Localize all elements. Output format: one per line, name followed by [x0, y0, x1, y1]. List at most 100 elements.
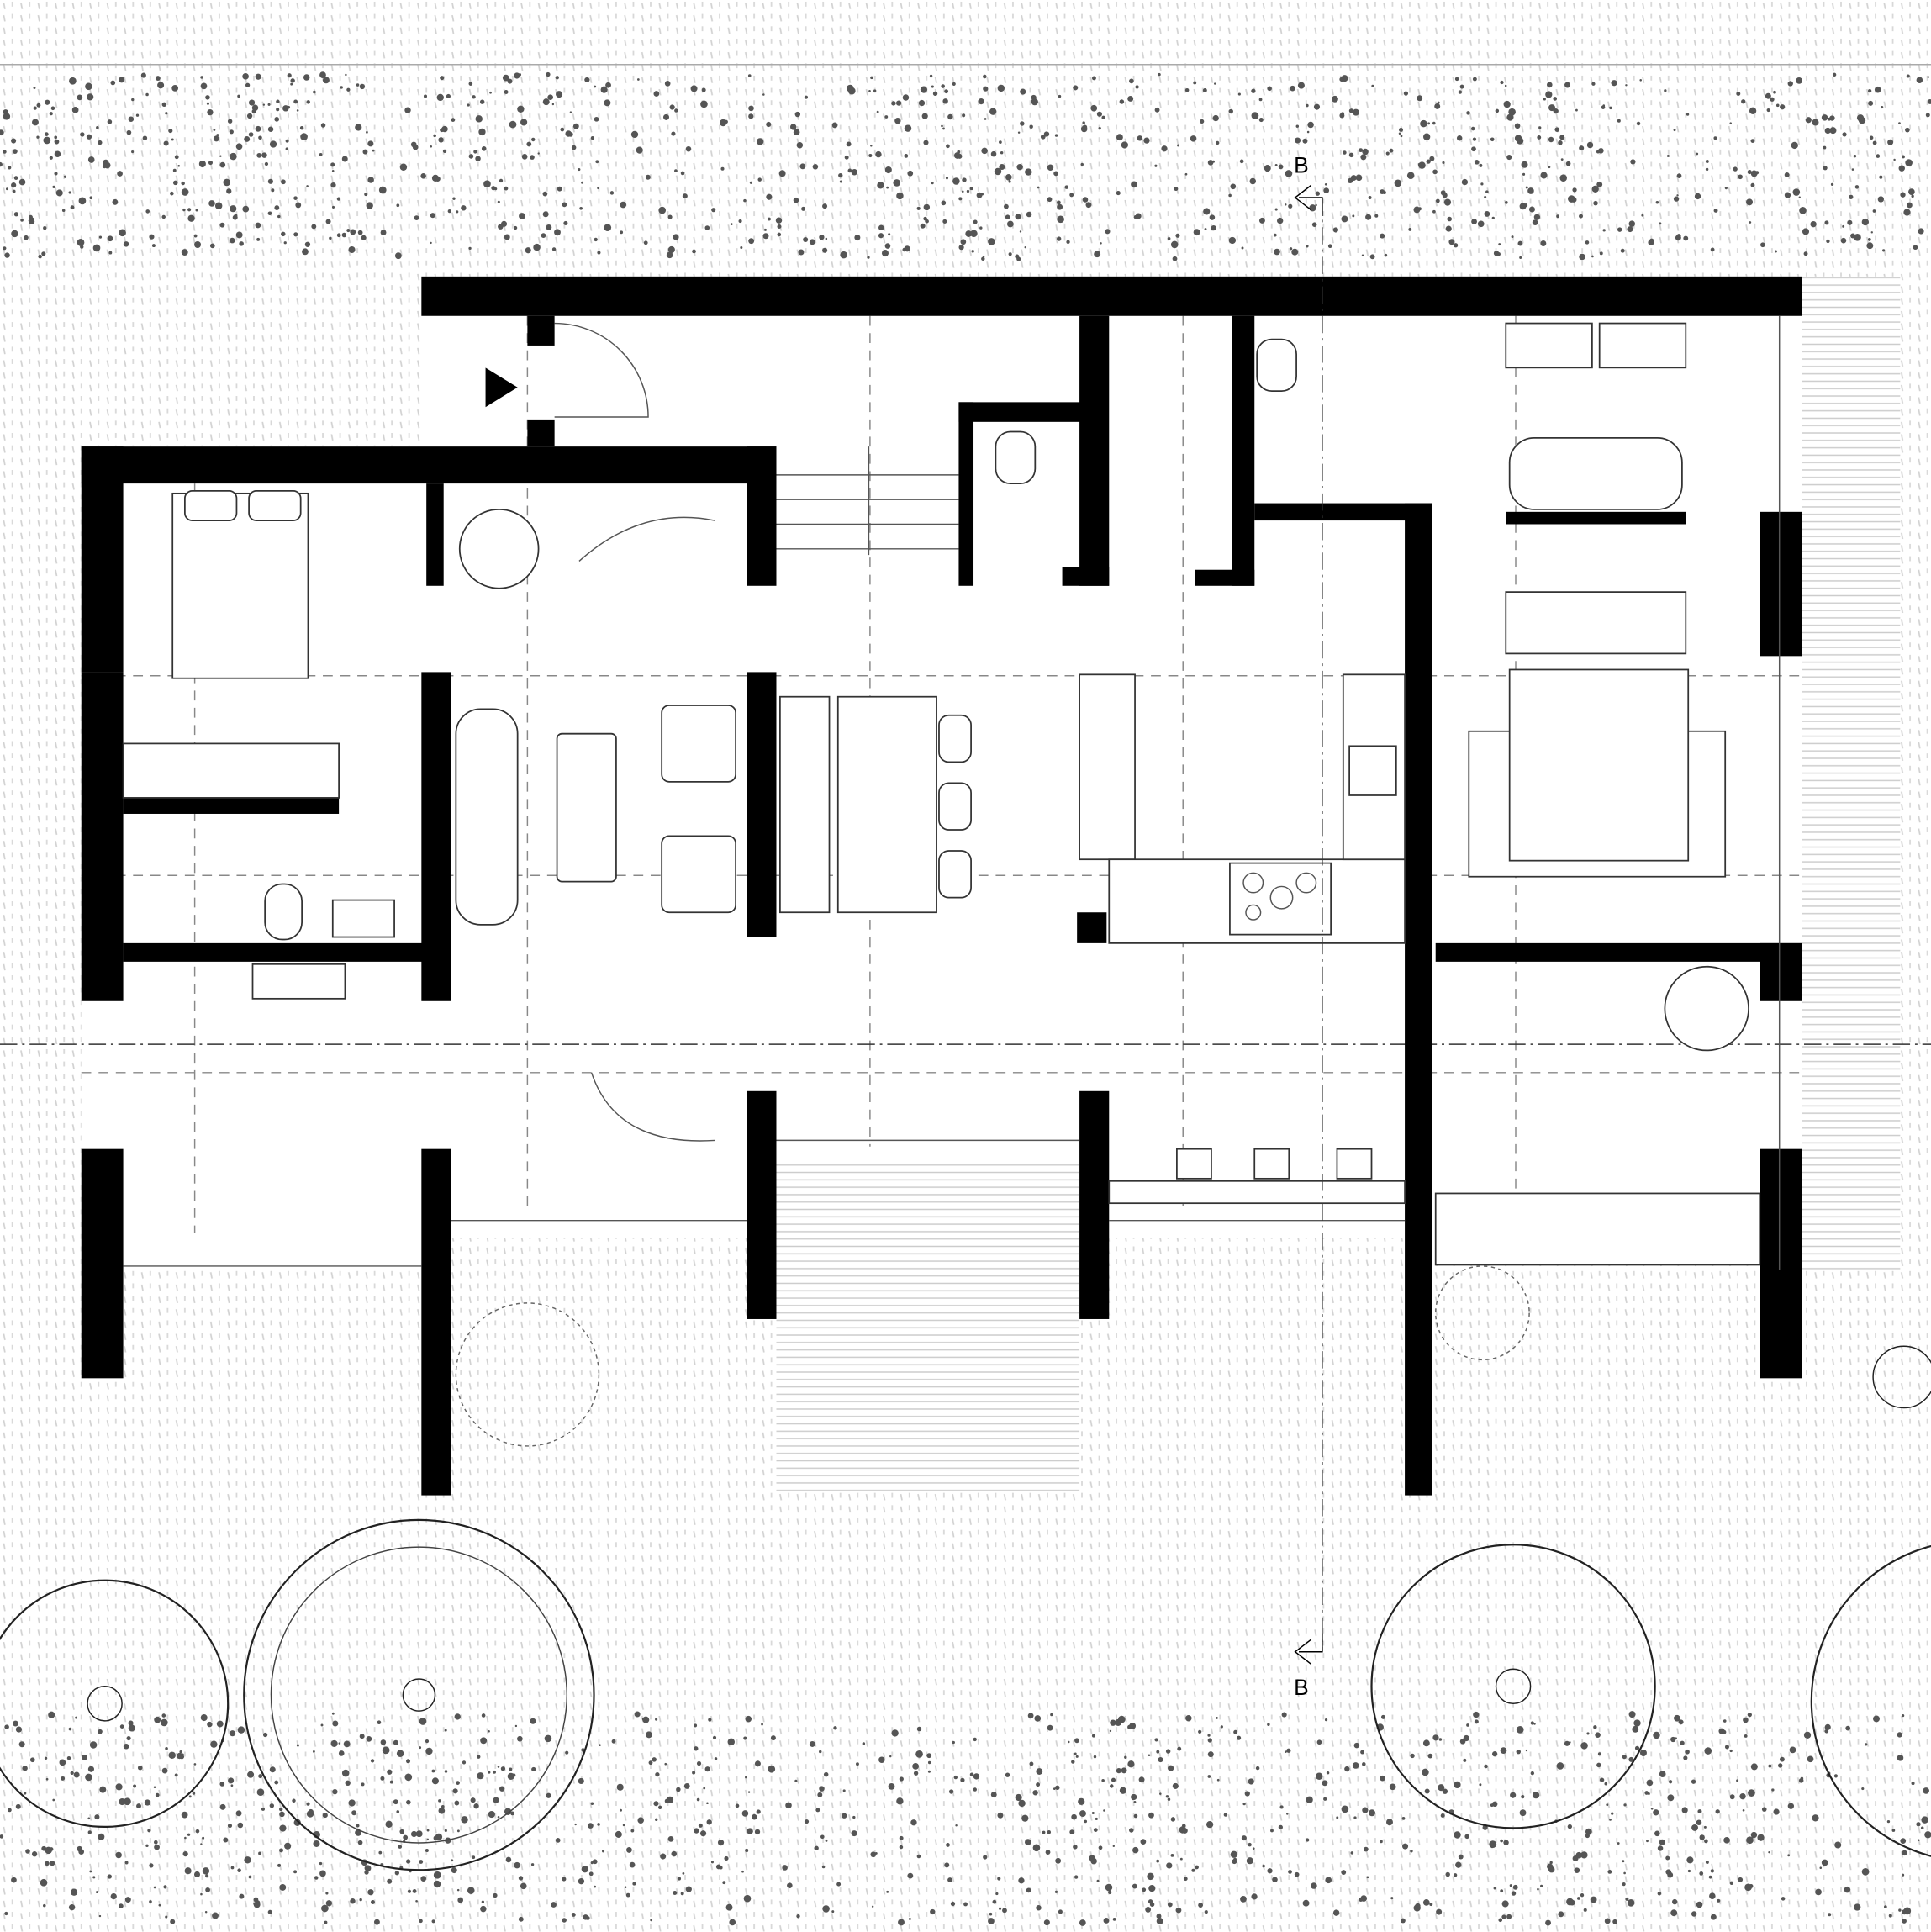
- gravel-dot: [1276, 217, 1284, 224]
- gravel-dot: [426, 1838, 430, 1841]
- gravel-dot: [766, 193, 773, 200]
- entrance-steps: [776, 1159, 1080, 1492]
- gravel-dot: [546, 224, 552, 230]
- gravel-dot: [1080, 162, 1084, 166]
- gravel-dot: [601, 1850, 605, 1853]
- gravel-dot: [246, 113, 253, 119]
- gravel-dot: [45, 99, 50, 105]
- gravel-dot: [409, 1870, 412, 1873]
- gravel-dot: [833, 1726, 837, 1730]
- gravel-dot: [1193, 229, 1200, 236]
- gravel-dot: [1891, 1829, 1896, 1832]
- gravel-dot: [412, 1889, 417, 1893]
- gravel-dot: [724, 1855, 729, 1861]
- gravel-dot: [462, 1760, 467, 1765]
- gravel-dot: [770, 1735, 776, 1741]
- gravel-dot: [1609, 106, 1612, 110]
- gravel-dot: [852, 1815, 856, 1819]
- gravel-dot: [1474, 160, 1480, 165]
- gravel-dot: [1509, 1884, 1512, 1887]
- gravel-dot: [711, 208, 716, 213]
- gravel-dot: [1632, 1725, 1639, 1733]
- gravel-dot: [1784, 172, 1790, 177]
- gravel-dot: [798, 249, 805, 256]
- gravel-dot: [1177, 1746, 1182, 1751]
- gravel-dot: [66, 1755, 71, 1760]
- gravel-dot: [1696, 1901, 1703, 1908]
- gravel-dot: [619, 1808, 622, 1812]
- gravel-dot: [4, 1724, 9, 1729]
- gravel-dot: [1574, 1867, 1580, 1874]
- gravel-dot: [242, 205, 250, 213]
- gravel-dot: [198, 160, 206, 168]
- stairs[interactable]: [776, 446, 959, 556]
- gravel-dot: [1380, 233, 1385, 239]
- gravel-dot: [989, 108, 997, 115]
- gravel-dot: [165, 112, 168, 115]
- gravel-dot: [1641, 214, 1644, 217]
- gravel-dot: [87, 1817, 91, 1820]
- gravel-dot: [1438, 1738, 1443, 1741]
- kitchen: [1079, 673, 1406, 944]
- gravel-dot: [680, 1892, 684, 1896]
- gravel-dot: [1140, 1839, 1147, 1845]
- gravel-dot: [1532, 219, 1538, 226]
- gravel-dot: [230, 152, 237, 161]
- gravel-dot: [1703, 1825, 1707, 1829]
- gravel-dot: [1389, 148, 1394, 153]
- gravel-dot: [581, 181, 584, 184]
- gravel-dot: [995, 1892, 999, 1896]
- gravel-dot: [209, 243, 215, 249]
- gravel-dot: [1867, 88, 1872, 93]
- gravel-dot: [499, 1786, 505, 1792]
- gravel-dot: [870, 1851, 877, 1858]
- gravel-dot: [1549, 1861, 1553, 1865]
- bathroom: [995, 322, 1687, 655]
- gravel-dot: [96, 126, 99, 129]
- gravel-dot: [1585, 240, 1590, 245]
- gravel-dot: [590, 135, 595, 140]
- gravel-dot: [1710, 1914, 1717, 1920]
- gravel-dot: [499, 178, 504, 183]
- gravel-dot: [960, 239, 967, 245]
- gravel-dot: [200, 82, 208, 90]
- gravel-dot: [889, 1755, 892, 1758]
- gravel-dot: [1374, 214, 1379, 218]
- gravel-dot: [1696, 152, 1699, 156]
- entrance-door[interactable]: [554, 322, 649, 418]
- gravel-dot: [229, 237, 235, 244]
- gravel-dot: [1326, 1771, 1330, 1775]
- gravel-dot: [941, 200, 947, 206]
- gravel-dot: [438, 1799, 441, 1803]
- gravel-dot: [350, 1898, 356, 1904]
- gravel-dot: [1021, 1814, 1029, 1822]
- gravel-dot: [594, 237, 598, 242]
- gravel-dot: [846, 84, 854, 92]
- gravel-dot: [1307, 121, 1314, 129]
- gravel-dot: [542, 191, 548, 197]
- gravel-dot: [988, 238, 995, 245]
- gravel-dot: [1288, 203, 1293, 209]
- gravel-dot: [274, 117, 280, 122]
- gravel-dot: [1133, 215, 1137, 219]
- gravel-dot: [456, 210, 459, 214]
- gravel-dot: [212, 1912, 219, 1919]
- gravel-dot: [1519, 203, 1527, 210]
- gravel-dot: [519, 213, 525, 219]
- gravel-dot: [1622, 1860, 1625, 1863]
- gravel-dot: [475, 115, 483, 123]
- gravel-dot: [599, 1744, 601, 1747]
- gravel-dot: [1302, 1899, 1310, 1907]
- gravel-dot: [667, 245, 675, 254]
- gravel-dot: [1749, 107, 1757, 115]
- gravel-dot: [1193, 81, 1197, 85]
- gravel-dot: [1591, 185, 1599, 193]
- gravel-dot: [1442, 1788, 1448, 1794]
- gravel-dot: [433, 1871, 441, 1879]
- gravel-dot: [1442, 193, 1448, 198]
- gravel-dot: [655, 1718, 658, 1721]
- gravel-dot: [359, 1734, 365, 1739]
- gravel-dot: [256, 1788, 265, 1797]
- gravel-dot: [1748, 1789, 1755, 1797]
- gravel-dot: [1306, 103, 1309, 108]
